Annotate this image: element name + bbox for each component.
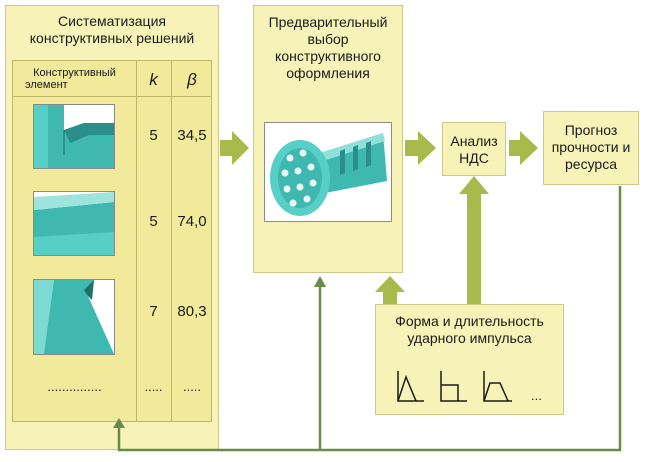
row3-beta: 80,3	[177, 303, 207, 320]
table-header-divider	[13, 96, 211, 97]
drill-bit-image	[264, 122, 392, 222]
impulse-shapes	[397, 371, 512, 402]
element-thumbnail-2	[33, 191, 115, 256]
preselection-line2: выбор	[307, 31, 349, 47]
ellipsis-element: ...............	[47, 379, 102, 394]
rectangle-pulse-icon	[440, 371, 467, 402]
ellipsis-beta: .....	[182, 379, 202, 394]
arrow-impulse-to-analysis	[459, 176, 489, 281]
triangle-pulse-icon	[397, 371, 424, 402]
feedback-line	[117, 186, 622, 452]
forecast-line3: ресурса	[565, 156, 617, 172]
ellipsis-k: .....	[144, 379, 163, 394]
impulse-line2: ударного импульса	[407, 330, 532, 346]
analysis-box: Анализ НДС	[442, 122, 506, 176]
analysis-line2: НДС	[459, 150, 489, 166]
element-thumbnail-3	[33, 279, 115, 355]
feedback-arrowhead-preselection	[314, 276, 326, 287]
row1-k: 5	[149, 127, 158, 144]
col-header-element: Конструктивный элемент	[13, 67, 136, 91]
systematization-title-line1: Систематизация	[58, 13, 166, 29]
impulse-ellipsis: ...	[531, 388, 542, 403]
elements-table: Конструктивный элемент k β 5 34,5 5	[12, 60, 212, 422]
forecast-line1: Прогноз	[564, 122, 618, 138]
impulse-line1: Форма и длительность	[395, 313, 544, 329]
element-thumbnail-1	[33, 104, 115, 169]
col-header-element-line1: Конструктивный	[33, 67, 116, 79]
row3-k: 7	[149, 303, 158, 320]
table-divider-1	[136, 61, 137, 421]
feedback-arrowhead-systematization	[113, 418, 125, 428]
forecast-line2: прочности и	[551, 139, 631, 155]
preselection-line4: оформления	[286, 65, 370, 81]
preselection-title: Предварительный выбор конструктивного оф…	[254, 14, 402, 82]
col-header-element-line2: элемент	[25, 79, 68, 91]
systematization-title: Систематизация конструктивных решений	[6, 13, 218, 47]
impulse-box: Форма и длительность ударного импульса .…	[375, 304, 564, 415]
row2-beta: 74,0	[177, 213, 207, 230]
systematization-box: Систематизация конструктивных решений Ко…	[5, 5, 219, 450]
impulse-title: Форма и длительность ударного импульса	[376, 313, 563, 347]
analysis-line1: Анализ	[450, 133, 498, 149]
trapezoid-pulse-icon	[483, 371, 512, 402]
analysis-title: Анализ НДС	[443, 133, 505, 167]
row2-k: 5	[149, 213, 158, 230]
table-divider-2	[171, 61, 172, 421]
row1-beta: 34,5	[177, 127, 207, 144]
systematization-title-line2: конструктивных решений	[29, 30, 195, 46]
forecast-box: Прогноз прочности и ресурса	[543, 111, 639, 185]
col-header-beta: β	[187, 70, 197, 89]
preselection-box: Предварительный выбор конструктивного оф…	[253, 5, 403, 273]
preselection-line3: конструктивного	[275, 48, 381, 64]
arrow-systematization-to-preselection	[220, 131, 249, 165]
arrow-analysis-to-forecast	[509, 131, 538, 165]
col-header-k: k	[149, 70, 158, 89]
forecast-title: Прогноз прочности и ресурса	[544, 122, 638, 173]
arrow-impulse-to-preselection	[375, 276, 405, 304]
preselection-line1: Предварительный	[268, 14, 388, 30]
arrow-preselection-to-analysis	[405, 131, 436, 165]
impulse-link-bar	[467, 280, 481, 304]
